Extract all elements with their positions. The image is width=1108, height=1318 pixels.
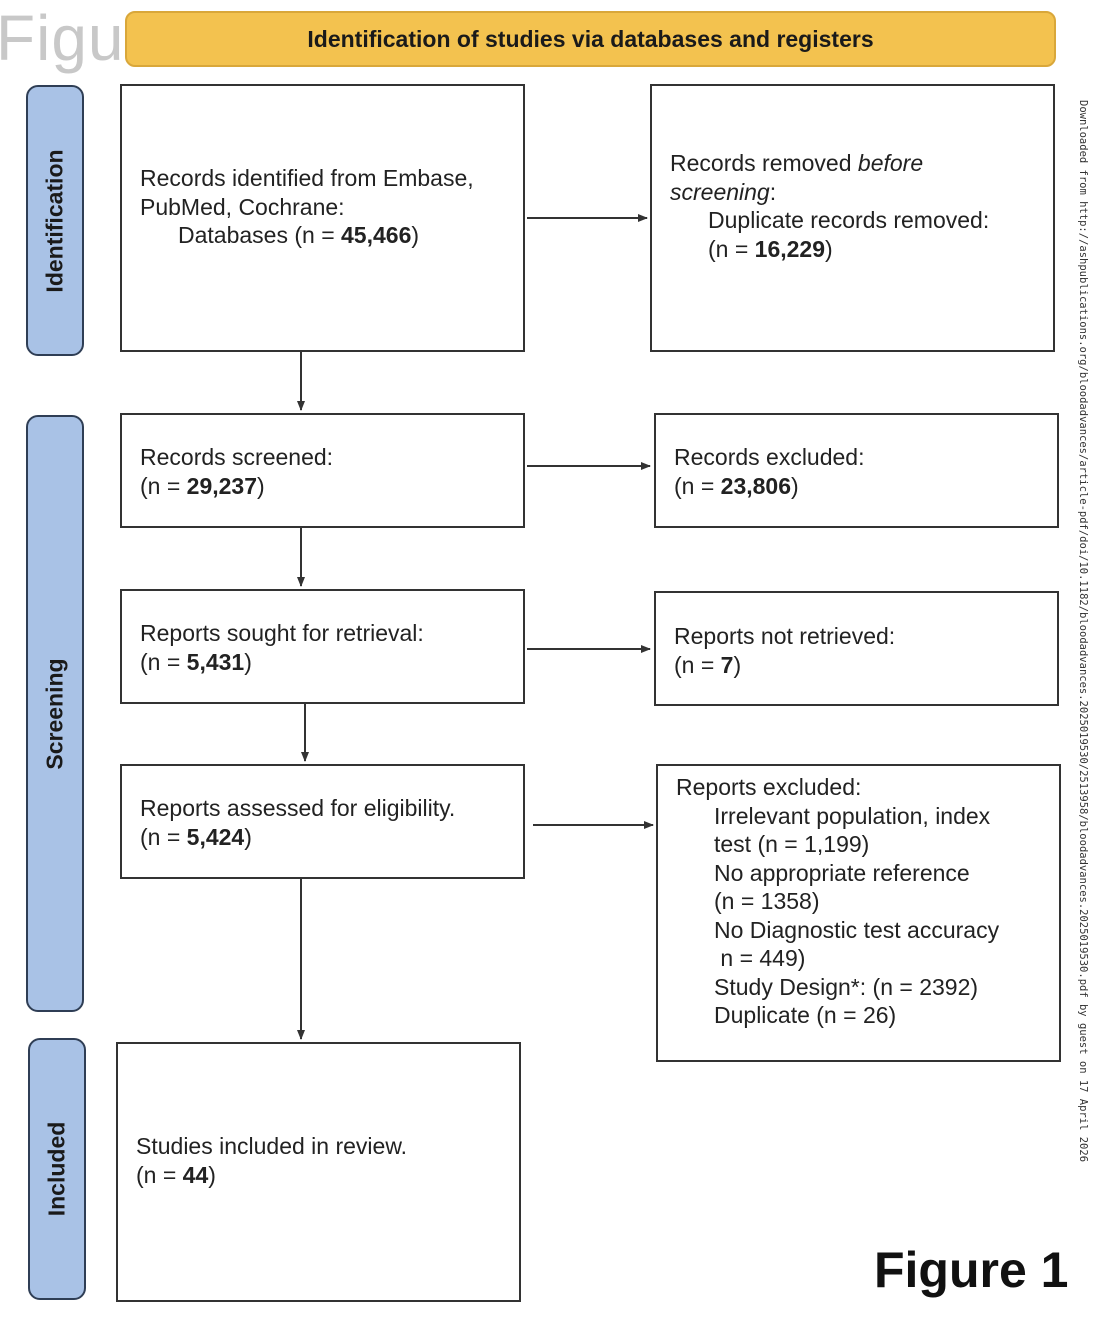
reports-sought-suffix: ) bbox=[244, 648, 252, 675]
reports-excluded-text: Reports excluded: Irrelevant population,… bbox=[676, 773, 999, 1030]
reports-sought-text: Reports sought for retrieval: (n = 5,431… bbox=[140, 619, 424, 676]
banner-title: Identification of studies via databases … bbox=[307, 25, 874, 52]
phase-included: Included bbox=[28, 1038, 86, 1300]
records-identified-suffix: ) bbox=[411, 222, 420, 248]
records-excluded-count: 23,806 bbox=[720, 472, 792, 499]
records-screened-suffix: ) bbox=[257, 472, 265, 499]
figure-label: Figure 1 bbox=[874, 1242, 1069, 1298]
reports-not-retrieved-suffix: ) bbox=[733, 651, 742, 678]
box-records-identified: Records identified from Embase, PubMed, … bbox=[120, 84, 525, 352]
reports-not-retrieved-count: 7 bbox=[720, 651, 734, 678]
box-records-screened: Records screened: (n = 29,237) bbox=[120, 413, 525, 528]
box-records-removed: Records removed before screening: Duplic… bbox=[650, 84, 1055, 352]
reports-assessed-count: 5,424 bbox=[186, 823, 245, 850]
box-studies-included: Studies included in review. (n = 44) bbox=[116, 1042, 521, 1302]
records-removed-prefix: Records removed bbox=[670, 150, 858, 176]
exclusion-reason: Irrelevant population, index bbox=[714, 802, 991, 829]
download-note: Downloaded from http://ashpublications.o… bbox=[1077, 100, 1089, 1163]
records-screened-prefix: (n = bbox=[140, 472, 187, 499]
reports-sought-count: 5,431 bbox=[186, 648, 245, 675]
records-excluded-prefix: (n = bbox=[674, 472, 721, 499]
records-excluded-suffix: ) bbox=[791, 472, 799, 499]
reports-assessed-label: Reports assessed for eligibility. bbox=[140, 795, 456, 821]
phase-screening: Screening bbox=[26, 415, 84, 1012]
exclusion-reason: No appropriate reference bbox=[714, 859, 970, 886]
reports-not-retrieved-label: Reports not retrieved: bbox=[674, 623, 896, 649]
box-reports-assessed: Reports assessed for eligibility. (n = 5… bbox=[120, 764, 525, 879]
studies-included-count: 44 bbox=[182, 1161, 209, 1188]
reports-excluded-label: Reports excluded: bbox=[676, 774, 862, 800]
records-removed-n-prefix: (n = bbox=[708, 235, 755, 262]
records-screened-count: 29,237 bbox=[186, 472, 258, 499]
exclusion-reason: Duplicate (n = 26) bbox=[714, 1002, 897, 1028]
studies-included-suffix: ) bbox=[208, 1161, 216, 1188]
exclusion-reason: No Diagnostic test accuracy bbox=[714, 916, 1000, 943]
studies-included-label: Studies included in review. bbox=[136, 1133, 408, 1159]
records-excluded-text: Records excluded: (n = 23,806) bbox=[674, 443, 865, 500]
reports-not-retrieved-prefix: (n = bbox=[674, 651, 721, 678]
records-removed-text: Records removed before screening: Duplic… bbox=[670, 149, 989, 263]
reports-not-retrieved-text: Reports not retrieved: (n = 7) bbox=[674, 622, 895, 679]
box-reports-not-retrieved: Reports not retrieved: (n = 7) bbox=[654, 591, 1059, 706]
box-reports-sought: Reports sought for retrieval: (n = 5,431… bbox=[120, 589, 525, 704]
records-identified-line1: Records identified from Embase, bbox=[140, 165, 474, 191]
records-excluded-label: Records excluded: bbox=[674, 444, 865, 470]
records-removed-count: 16,229 bbox=[754, 235, 826, 262]
exclusion-reason: test (n = 1,199) bbox=[714, 831, 870, 857]
studies-included-text: Studies included in review. (n = 44) bbox=[136, 1132, 407, 1189]
records-identified-line2: PubMed, Cochrane: bbox=[140, 193, 345, 220]
records-identified-prefix: Databases (n = bbox=[178, 222, 342, 248]
studies-included-prefix: (n = bbox=[136, 1161, 183, 1188]
records-identified-text: Records identified from Embase, PubMed, … bbox=[140, 164, 474, 250]
records-removed-italic2: screening bbox=[670, 178, 770, 205]
records-removed-suffix: ) bbox=[825, 235, 833, 262]
records-screened-text: Records screened: (n = 29,237) bbox=[140, 443, 333, 500]
records-screened-label: Records screened: bbox=[140, 444, 334, 470]
identification-banner: Identification of studies via databases … bbox=[125, 11, 1056, 67]
records-removed-italic1: before bbox=[857, 150, 924, 176]
reports-sought-label: Reports sought for retrieval: bbox=[140, 620, 424, 646]
box-records-excluded: Records excluded: (n = 23,806) bbox=[654, 413, 1059, 528]
exclusion-reason: n = 449) bbox=[714, 945, 806, 971]
reports-assessed-text: Reports assessed for eligibility. (n = 5… bbox=[140, 794, 455, 851]
reports-sought-prefix: (n = bbox=[140, 648, 187, 675]
exclusion-reason: (n = 1358) bbox=[714, 888, 820, 914]
reports-assessed-prefix: (n = bbox=[140, 823, 187, 850]
records-identified-count: 45,466 bbox=[341, 222, 412, 248]
phase-identification: Identification bbox=[26, 85, 84, 356]
exclusion-reason: Study Design*: (n = 2392) bbox=[714, 973, 979, 1000]
records-removed-colon: : bbox=[769, 178, 777, 205]
box-reports-excluded: Reports excluded: Irrelevant population,… bbox=[656, 764, 1061, 1062]
reports-assessed-suffix: ) bbox=[244, 823, 252, 850]
duplicate-records-label: Duplicate records removed: bbox=[708, 207, 990, 233]
